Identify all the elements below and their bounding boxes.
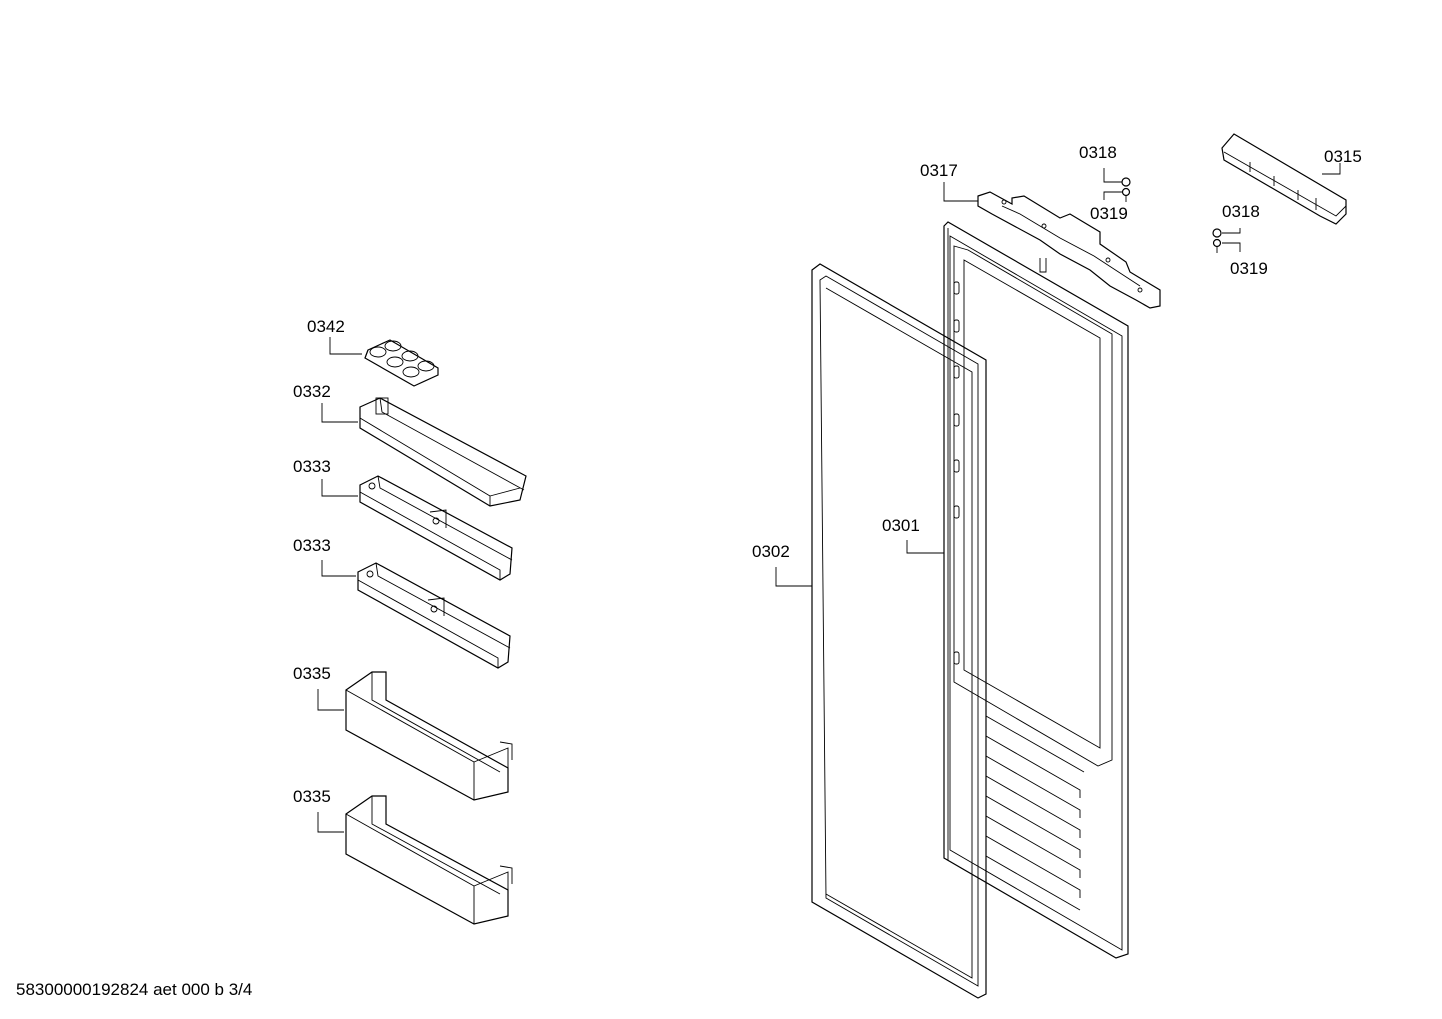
- label-0332: 0332: [293, 382, 331, 401]
- label-0335-lower: 0335: [293, 787, 331, 806]
- label-0317: 0317: [920, 161, 958, 180]
- screw-set-right: [1212, 228, 1222, 253]
- label-0302: 0302: [752, 542, 790, 561]
- label-0333-upper: 0333: [293, 457, 331, 476]
- label-0319-right: 0319: [1230, 259, 1268, 278]
- door-inner-panel-0301: [943, 221, 1129, 959]
- door-shelf-0332: [359, 397, 527, 507]
- label-0319-top: 0319: [1090, 204, 1128, 223]
- label-0301: 0301: [882, 516, 920, 535]
- screw-set-top: [1121, 177, 1131, 202]
- label-0335-upper: 0335: [293, 664, 331, 683]
- hinge-bracket-0317: [977, 191, 1161, 309]
- label-0318-top: 0318: [1079, 143, 1117, 162]
- egg-tray-0342: [364, 339, 439, 387]
- drawing-code: 58300000192824 aet 000 b 3/4: [16, 980, 253, 999]
- label-0315: 0315: [1324, 147, 1362, 166]
- bottle-shelf-0335-lower: [345, 795, 513, 925]
- bottle-shelf-0335-upper: [345, 671, 513, 801]
- label-0318-right: 0318: [1222, 202, 1260, 221]
- label-0333-lower: 0333: [293, 536, 331, 555]
- door-seal-0302: [811, 263, 987, 999]
- label-0342: 0342: [307, 317, 345, 336]
- top-cover-0315: [1221, 133, 1347, 225]
- door-shelf-0333-lower: [357, 562, 511, 669]
- door-shelf-0333-upper: [359, 475, 513, 581]
